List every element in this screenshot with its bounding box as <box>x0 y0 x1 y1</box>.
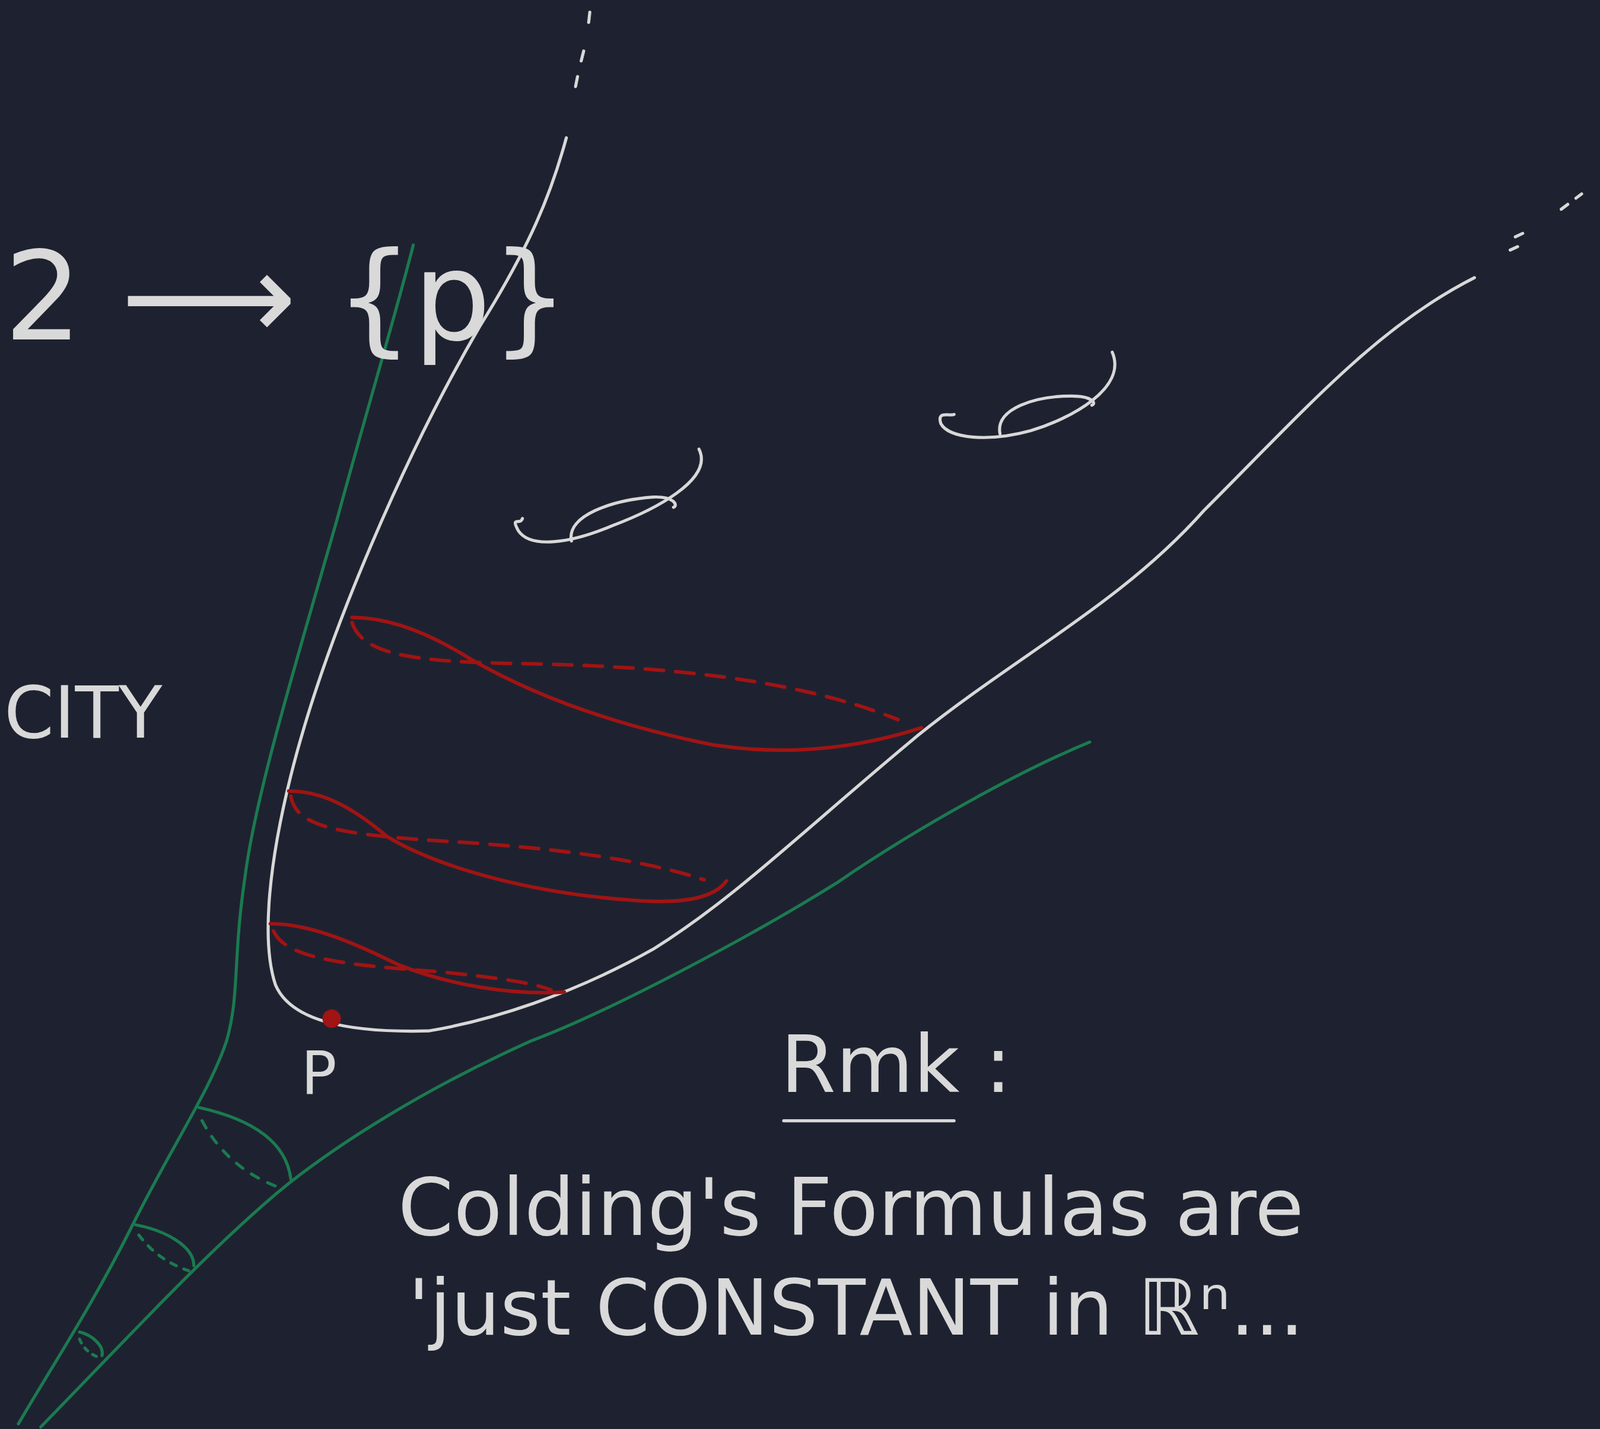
underline <box>783 1118 954 1122</box>
torus-hole <box>515 449 702 542</box>
partial-word: CITY <box>4 673 163 752</box>
map-label: 2 ⟶ {p} <box>4 229 569 365</box>
torus-hole <box>939 351 1115 438</box>
note-line: 'just CONSTANT in ℝⁿ... <box>408 1265 1304 1351</box>
remark-heading: Rmk : <box>780 1020 1012 1109</box>
point-p <box>322 1009 342 1028</box>
note-line: Colding's Formulas are <box>398 1163 1304 1252</box>
point-label: P <box>300 1040 337 1106</box>
